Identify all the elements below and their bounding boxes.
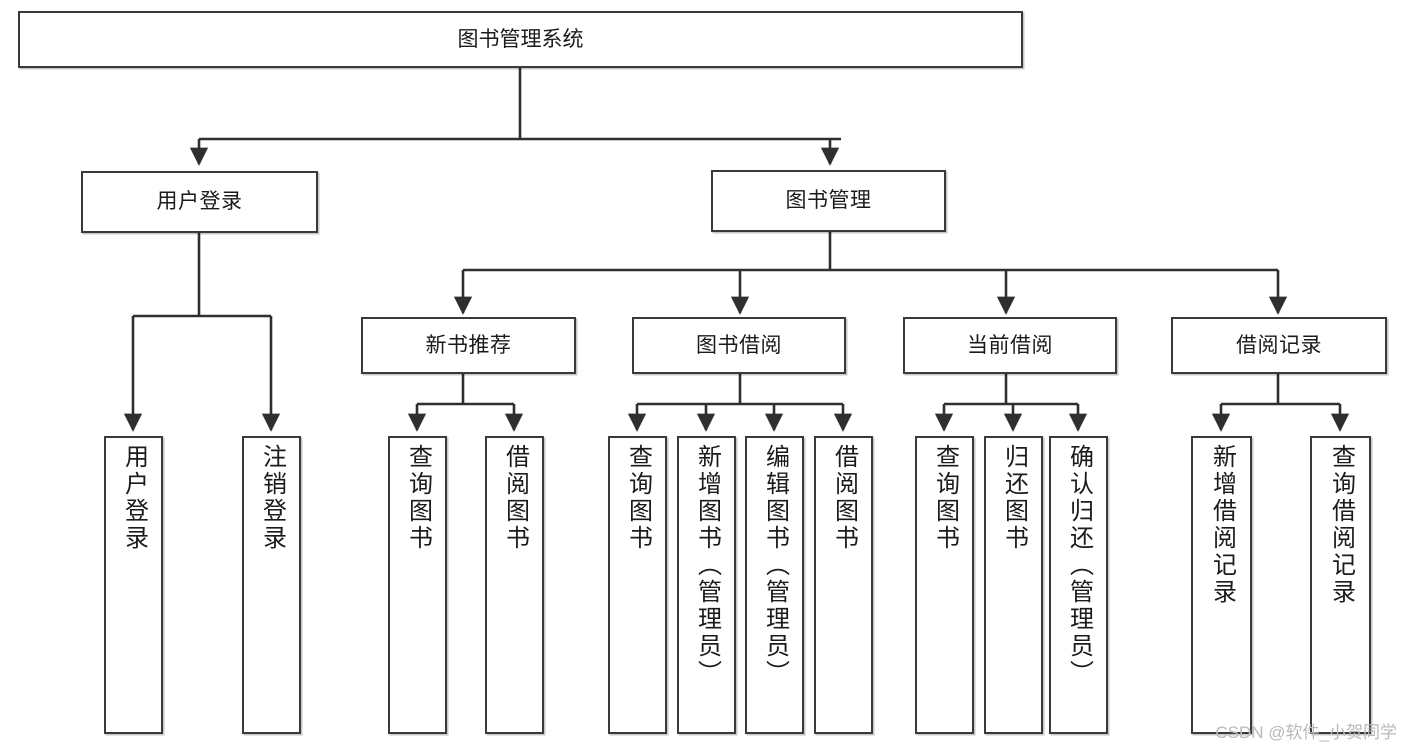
leaf-confirm-return[interactable]: 确认归还（管理员） <box>1049 436 1108 734</box>
node-book-manage[interactable]: 图书管理 <box>711 170 946 232</box>
leaf-query-book-borrow[interactable]: 查询图书 <box>608 436 667 734</box>
leaf-add-book[interactable]: 新增图书（管理员） <box>677 436 736 734</box>
leaf-edit-book[interactable]: 编辑图书（管理员） <box>745 436 804 734</box>
leaf-user-login[interactable]: 用户登录 <box>104 436 163 734</box>
node-label: 查询图书 <box>931 444 959 552</box>
node-root-system[interactable]: 图书管理系统 <box>18 11 1023 68</box>
leaf-query-book-recommend[interactable]: 查询图书 <box>388 436 447 734</box>
node-label: 新书推荐 <box>425 333 512 357</box>
node-borrow-record[interactable]: 借阅记录 <box>1171 317 1387 374</box>
node-new-book-recommend[interactable]: 新书推荐 <box>361 317 576 374</box>
node-label: 用户登录 <box>156 190 243 214</box>
node-label: 借阅图书 <box>830 444 858 552</box>
node-label: 新增借阅记录 <box>1208 444 1236 606</box>
node-label: 图书借阅 <box>696 333 782 357</box>
leaf-borrow-book[interactable]: 借阅图书 <box>814 436 873 734</box>
node-label: 确认归还（管理员） <box>1065 444 1093 687</box>
leaf-borrow-book-recommend[interactable]: 借阅图书 <box>485 436 544 734</box>
node-label: 图书管理 <box>785 189 872 213</box>
node-user-login[interactable]: 用户登录 <box>81 171 318 233</box>
leaf-query-borrow-record[interactable]: 查询借阅记录 <box>1310 436 1371 734</box>
node-label: 新增图书（管理员） <box>693 444 721 687</box>
node-label: 编辑图书（管理员） <box>761 444 789 687</box>
node-current-borrow[interactable]: 当前借阅 <box>903 317 1117 374</box>
leaf-return-book[interactable]: 归还图书 <box>984 436 1043 734</box>
node-label: 查询图书 <box>624 444 652 552</box>
node-label: 当前借阅 <box>967 333 1053 357</box>
node-label: 查询图书 <box>404 444 432 552</box>
node-label: 查询借阅记录 <box>1327 444 1355 606</box>
node-label: 借阅图书 <box>501 444 529 552</box>
leaf-logout-login[interactable]: 注销登录 <box>242 436 301 734</box>
node-label: 图书管理系统 <box>457 27 584 51</box>
node-book-borrow[interactable]: 图书借阅 <box>632 317 846 374</box>
node-label: 注销登录 <box>258 444 286 552</box>
node-label: 借阅记录 <box>1236 333 1322 357</box>
node-label: 归还图书 <box>1000 444 1028 552</box>
leaf-add-borrow-record[interactable]: 新增借阅记录 <box>1191 436 1252 734</box>
leaf-query-book-current[interactable]: 查询图书 <box>915 436 974 734</box>
node-label: 用户登录 <box>120 444 148 552</box>
